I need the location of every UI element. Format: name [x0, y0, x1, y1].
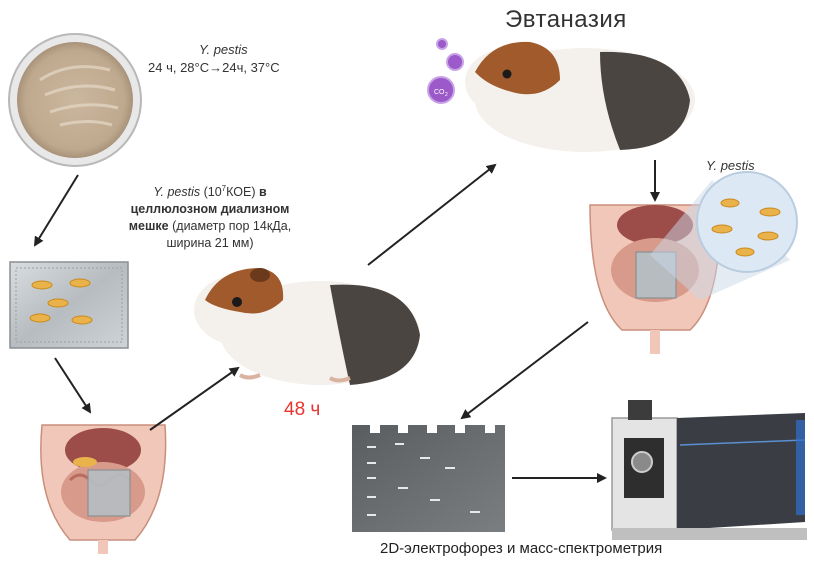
co2-subscript: 2 [445, 92, 448, 98]
co2-bubbles-icon: CO 2 [428, 39, 463, 103]
guinea-pig-icon [194, 268, 420, 385]
mass-spectrometer-icon [612, 400, 807, 540]
arrow-bag-to-abdomen [55, 358, 90, 412]
co2-text: CO [434, 89, 445, 96]
arrow-abdomen-to-pig [150, 368, 238, 430]
2d-gel-icon [352, 425, 505, 532]
guinea-pig-euthanized-icon [465, 42, 695, 152]
arrow-pig-to-euthanasia [368, 165, 495, 265]
petri-dish-icon [9, 34, 141, 166]
arrow-abdomen-to-gel [462, 322, 588, 418]
arrow-dish-to-bag [35, 175, 78, 245]
dialysis-bag-icon [10, 262, 128, 348]
abdomen-implant-icon [41, 425, 166, 554]
